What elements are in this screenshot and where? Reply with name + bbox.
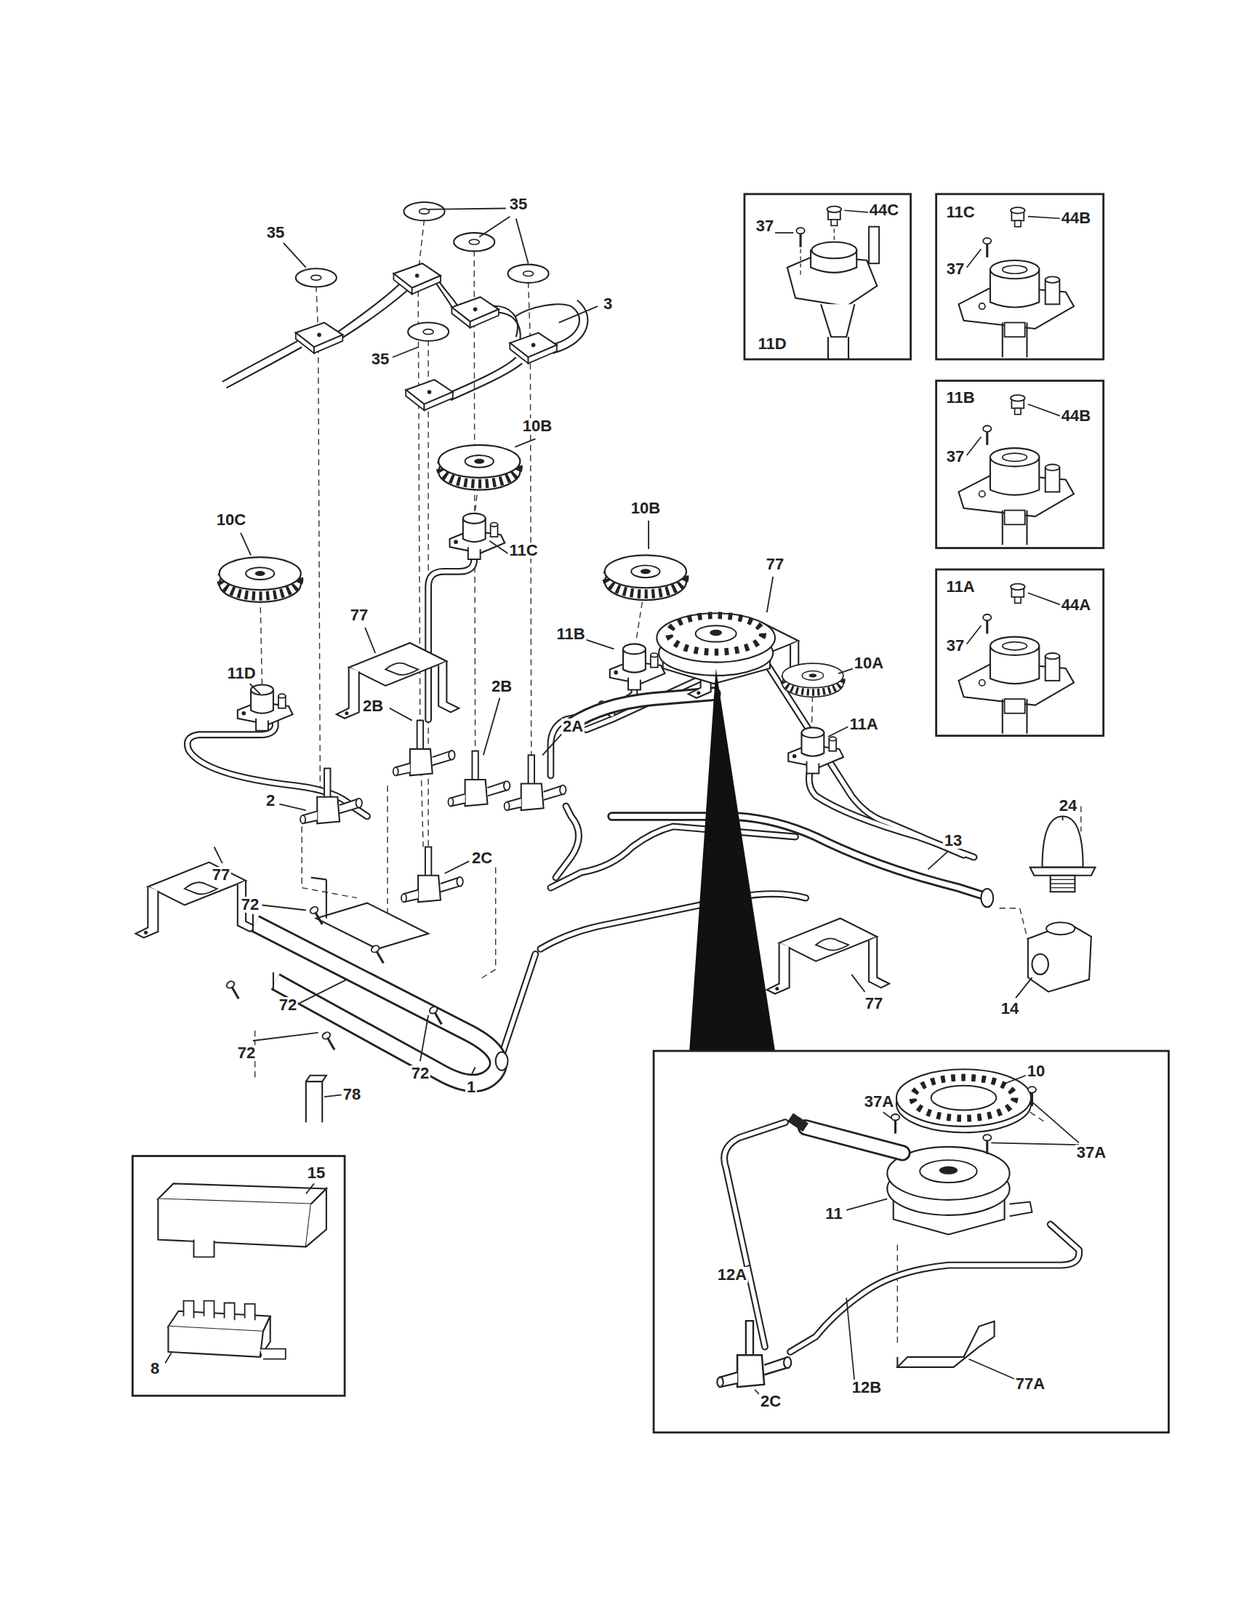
callout-number: 14 [999,1000,1021,1017]
callout-number: 11C [944,204,976,221]
callout-number: 35 [508,196,529,213]
callout-number: 37 [945,637,966,654]
callout-number: 2 [264,792,277,809]
callout-number: 72 [236,1044,257,1061]
callout-number: 2C [470,849,494,866]
callout-number: 2B [490,678,514,695]
callout-number: 44B [1060,407,1093,424]
callout-number: 2B [361,697,385,714]
callout-number: 72 [239,896,261,913]
callout-number: 11D [225,665,257,682]
callout-number: 72 [277,996,299,1013]
callout-number: 10B [629,500,662,517]
callout-number: 77 [764,556,786,573]
callout-number: 24 [1057,797,1079,814]
callout-number: 37 [754,218,776,235]
callout-number: 2A [561,718,585,735]
callout-number: 15 [306,1164,327,1181]
callout-number: 72 [410,1065,431,1082]
callout-number: 77 [863,995,885,1012]
callout-number: 37 [945,261,966,278]
callout-number: 11A [944,578,976,595]
callout-number: 44C [868,202,901,219]
callout-number: 3 [602,295,614,312]
callout-number: 2C [759,1393,783,1410]
callout-number: 10 [1025,1062,1047,1079]
callout-number: 37 [945,448,966,465]
callout-number: 11B [554,625,587,642]
callout-number: 77 [348,607,370,624]
callout-number: 44B [1060,210,1093,227]
callout-number: 37A [863,1093,896,1110]
callout-number: 78 [341,1086,363,1103]
callout-number: 8 [149,1360,161,1377]
callout-number: 10B [521,418,554,435]
callout-number: 35 [370,351,391,368]
callout-number: 1 [465,1078,477,1095]
callout-number: 11A [847,716,880,733]
callout-number: 37A [1075,1144,1108,1161]
callout-number: 11C [507,542,539,559]
callout-number: 13 [942,832,964,849]
callout-number: 12B [850,1379,883,1396]
callout-number: 10C [215,511,248,528]
callout-number: 11B [944,389,976,406]
callout-number: 77A [1014,1375,1047,1392]
callout-number: 77 [210,866,232,883]
callout-number: 11 [823,1205,844,1222]
callout-number: 35 [265,224,286,241]
callout-number: 11D [756,335,788,352]
callout-number: 10A [852,655,885,672]
callout-number: 12A [716,1266,749,1283]
callout-number: 44A [1060,596,1093,613]
